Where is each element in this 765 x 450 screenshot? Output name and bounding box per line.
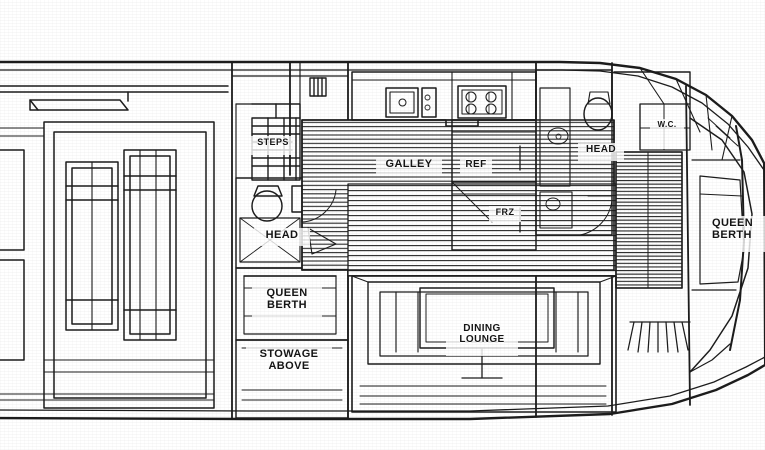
companionway-steps-forward	[615, 151, 683, 289]
ventilation-grille	[627, 321, 691, 353]
hull-outline	[0, 60, 765, 421]
galley-counter	[351, 71, 537, 121]
bow-stem	[729, 125, 765, 366]
engine-room	[0, 85, 229, 409]
bow-deck-lines	[639, 67, 733, 161]
stowage-above	[235, 339, 349, 419]
head-forward	[535, 69, 613, 236]
entry-door	[301, 185, 337, 255]
bridge-deck-lines	[231, 61, 349, 179]
dining-lounge	[351, 275, 617, 413]
queen-berth-mid	[235, 267, 349, 341]
stern-rails	[0, 127, 45, 137]
galley-sole-lower	[347, 183, 617, 277]
